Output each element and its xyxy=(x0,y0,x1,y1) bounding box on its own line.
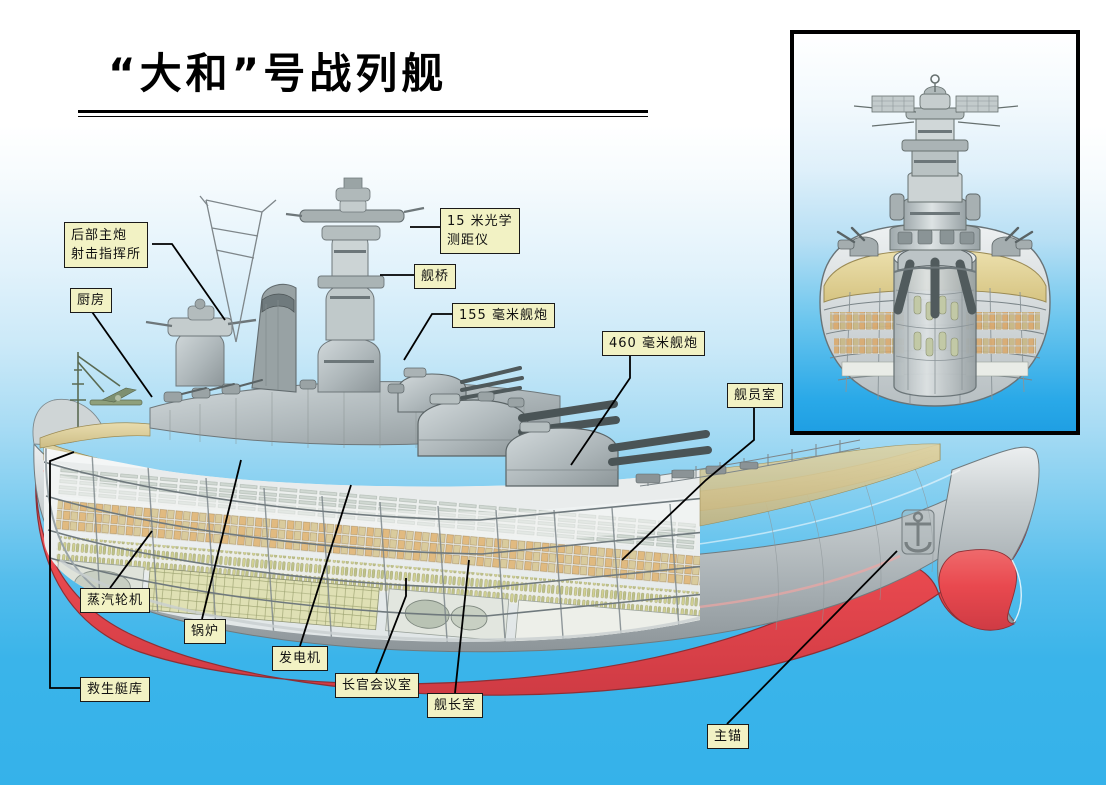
leader-lifeboat-store xyxy=(49,451,80,689)
leader-boiler xyxy=(201,459,242,620)
callout-officers-meeting-room[interactable]: 长官会议室 xyxy=(335,673,420,698)
leader-gun-155mm xyxy=(403,313,452,361)
title-rule-thick xyxy=(78,110,648,114)
leader-galley xyxy=(89,308,153,398)
callout-aft-main-gun-director[interactable]: 后部主炮 射击指挥所 xyxy=(64,222,149,268)
callout-gun-155mm[interactable]: 155 毫米舰炮 xyxy=(452,303,555,328)
callout-captains-cabin[interactable]: 舰长室 xyxy=(427,693,484,718)
callout-crew-quarters[interactable]: 舰员室 xyxy=(727,383,784,408)
callout-galley[interactable]: 厨房 xyxy=(70,288,113,313)
title-rule xyxy=(78,110,648,118)
title-block: “大和”号战列舰 xyxy=(78,49,648,118)
leader-officers-meeting-room xyxy=(375,578,407,674)
callout-steam-turbine[interactable]: 蒸汽轮机 xyxy=(80,588,151,613)
inset-bow-view-panel xyxy=(790,30,1080,435)
callout-gun-460mm[interactable]: 460 毫米舰炮 xyxy=(602,331,705,356)
callout-lifeboat-store[interactable]: 救生艇库 xyxy=(80,677,151,702)
leader-steam-turbine xyxy=(109,530,153,589)
leader-aft-main-gun-director xyxy=(152,243,226,321)
title-rule-thin xyxy=(78,116,648,118)
callout-bridge[interactable]: 舰桥 xyxy=(414,264,457,289)
leader-crew-quarters xyxy=(621,404,755,561)
callout-main-anchor[interactable]: 主锚 xyxy=(707,724,750,749)
callout-boiler[interactable]: 锅炉 xyxy=(184,619,227,644)
callout-generator[interactable]: 发电机 xyxy=(272,646,329,671)
inset-bow-cutaway-illustration xyxy=(819,74,1051,407)
leader-main-anchor xyxy=(726,550,898,725)
callout-optical-rangefinder[interactable]: 15 米光学 测距仪 xyxy=(440,208,520,254)
leader-generator xyxy=(299,484,352,647)
page-title: “大和”号战列舰 xyxy=(108,49,448,98)
leader-captains-cabin xyxy=(454,559,470,694)
leader-gun-460mm xyxy=(570,352,631,466)
